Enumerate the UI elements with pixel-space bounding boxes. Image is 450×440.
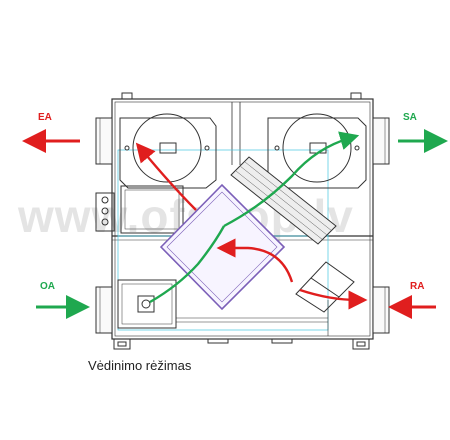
bypass-damper	[295, 261, 355, 313]
duct-sa-right-top	[372, 117, 390, 165]
duct-oa-left-bottom	[95, 286, 113, 334]
sa-label: SA	[403, 112, 417, 123]
top-brackets	[121, 92, 362, 100]
duct-ra-right-bottom	[372, 286, 390, 334]
ra-label: RA	[410, 281, 424, 292]
heat-exchanger	[159, 156, 337, 311]
oa-label: OA	[40, 281, 55, 292]
supply-fan-housing	[267, 113, 367, 189]
supply-filter-box	[117, 279, 177, 329]
exhaust-fan-housing	[119, 113, 217, 189]
extract-flow-lower	[216, 238, 294, 283]
bottom-internal-lines	[176, 300, 329, 336]
electrical-connectors	[95, 192, 115, 232]
ea-label: EA	[38, 112, 52, 123]
bottom-brackets	[113, 338, 370, 350]
extract-flow-exit	[299, 288, 368, 310]
duct-ea-left-top	[95, 117, 113, 165]
extract-flow-upper	[135, 142, 197, 211]
supply-flow-upper	[223, 131, 360, 228]
mode-caption: Vėdinimo rėžimas	[88, 358, 192, 373]
supply-flow-lower	[149, 225, 226, 304]
control-box	[120, 185, 184, 234]
